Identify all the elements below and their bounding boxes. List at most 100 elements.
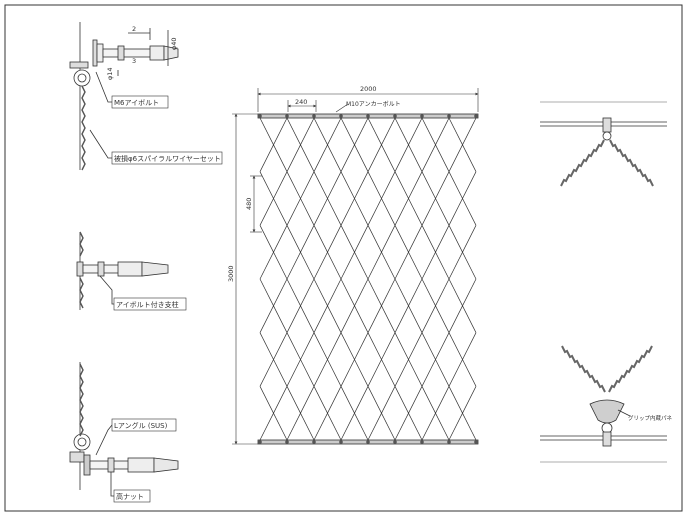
mesh-wire [273,332,288,360]
mesh-wire [381,252,396,280]
leader-post [99,275,114,305]
spiral-wire-mid-upper [79,231,84,257]
mesh-wire [408,117,423,145]
mesh-wire [327,198,342,226]
mesh-wire [354,332,369,360]
mesh-wire [259,332,274,360]
mesh-wire [462,332,477,360]
mesh-wire [394,305,409,333]
mesh-wire [327,305,342,333]
mesh-wire [286,117,301,145]
mesh-wire [421,359,436,387]
mesh-wire [435,252,450,280]
callout-eyebolt: M6アイボルト [114,99,159,107]
mesh-wire [313,225,328,253]
mesh-wire [340,144,355,172]
mesh-wire [286,144,301,172]
mesh-wire [273,252,288,280]
mesh-wire [367,225,382,253]
mesh-wire [327,225,342,253]
top-anchor-node [258,114,262,118]
mesh-wire [300,278,315,306]
leader-angle [95,424,113,456]
mesh-wire [435,117,450,145]
mesh-wire [408,252,423,280]
mesh-wire [327,144,342,172]
mesh-wire [300,386,315,414]
mesh-wire [421,332,436,360]
mesh-wire [273,198,288,226]
mesh-wire [394,144,409,172]
top-anchor-node [393,114,397,118]
mesh-wire [435,198,450,226]
mesh-wire [286,171,301,199]
mesh-wire [354,225,369,253]
mesh-wire [367,413,382,441]
mesh-wire [435,305,450,333]
mesh-wire [259,117,274,145]
spiral-v-left [560,139,605,187]
mesh-wire [448,413,463,441]
mesh-wire [408,225,423,253]
dim-total-height: 3000 [227,265,235,282]
mesh-wire [367,117,382,145]
mesh-wire [300,117,315,145]
leader-wire [89,129,112,159]
mesh-wire [327,278,342,306]
mesh-wire [462,117,477,145]
mesh-wire [381,117,396,145]
mesh-wire [259,413,274,441]
mesh-wire [448,171,463,199]
bottom-anchor-node [420,440,424,444]
mesh-wire [381,278,396,306]
mesh-wire [367,171,382,199]
mesh-wire [421,171,436,199]
mesh-wire [421,252,436,280]
mesh-wire [367,198,382,226]
mesh-wire [381,144,396,172]
mesh-wire [408,198,423,226]
mesh-wire [300,198,315,226]
mesh-wire [448,278,463,306]
dim-small-b: 3 [132,57,136,65]
mesh-wire [367,332,382,360]
mesh-wire [381,332,396,360]
mesh-wire [313,278,328,306]
mesh-wire [408,413,423,441]
mesh-wire [354,278,369,306]
mesh-wire [381,171,396,199]
detail-eyebolt-top [69,22,179,170]
mesh-wire [421,305,436,333]
bottom-anchor-node [339,440,343,444]
mesh-wire [367,278,382,306]
spiral-inv-v-right [608,345,653,393]
mesh-wire [354,386,369,414]
dim-cell-height: 480 [245,198,253,210]
mesh-wire [327,171,342,199]
mesh-wire [448,305,463,333]
mesh-wire [340,413,355,441]
leader-eyebolt [95,71,112,103]
mesh-wire [354,252,369,280]
mesh-wire [435,278,450,306]
mesh-wire [313,413,328,441]
mesh-wire [354,198,369,226]
mesh-wire [340,252,355,280]
mesh-wire [448,225,463,253]
mesh-wire [408,278,423,306]
mesh-wire [354,305,369,333]
mesh-wire [462,305,477,333]
mesh-wire [340,117,355,145]
callout-anchor: M10アンカーボルト [346,100,401,108]
mesh-wire [327,252,342,280]
detail-langle [69,362,179,490]
mesh-wire [354,144,369,172]
mesh-wire [462,225,477,253]
mesh-wire [448,198,463,226]
mesh-wire [340,359,355,387]
mesh-wire [381,359,396,387]
bottom-anchor-node [393,440,397,444]
mesh-wire [273,386,288,414]
mesh-wire [381,198,396,226]
